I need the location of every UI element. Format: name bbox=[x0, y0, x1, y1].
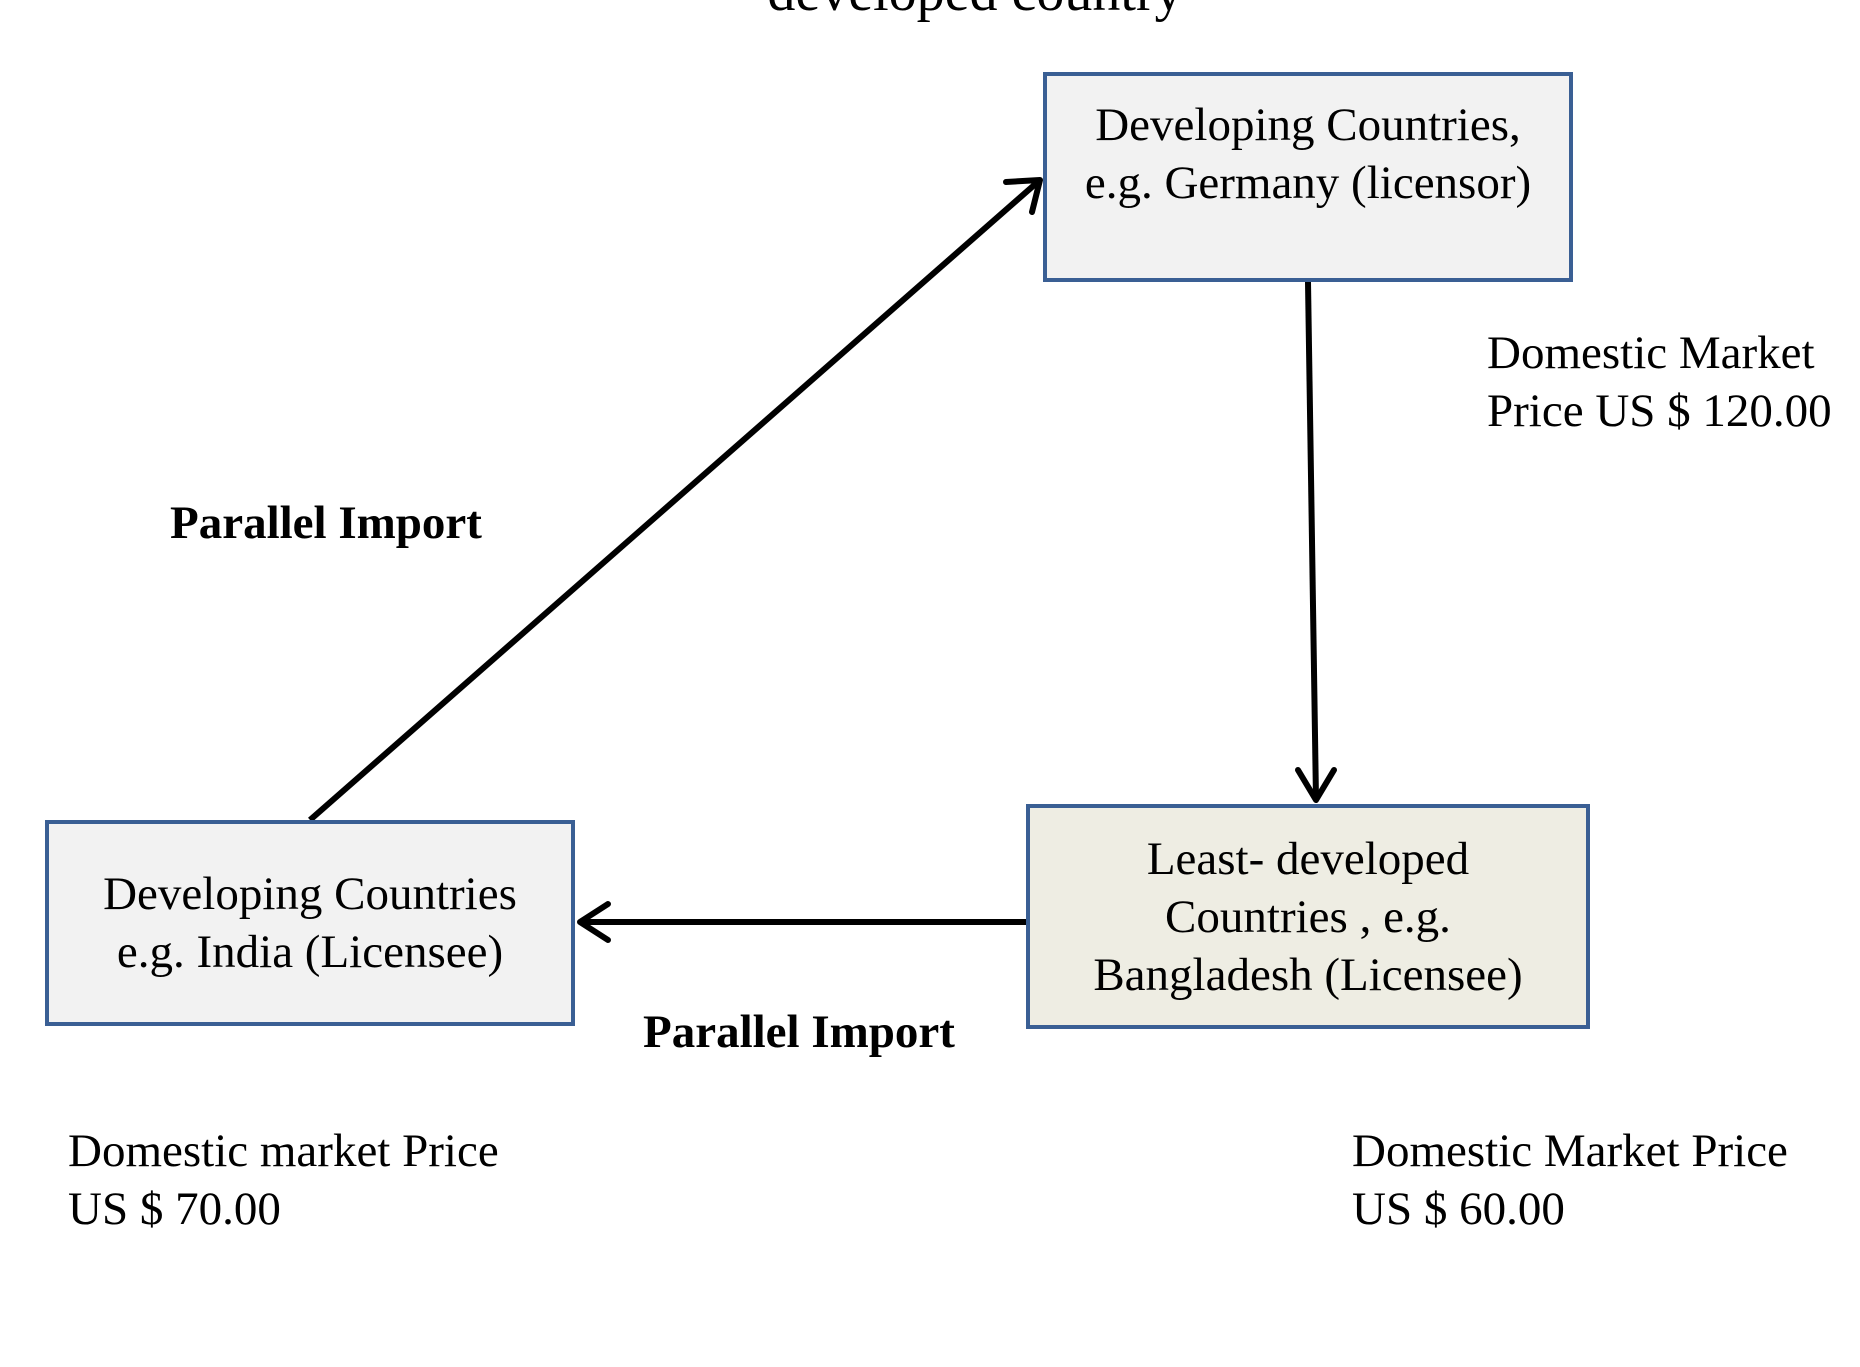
node-india-licensee: Developing Countries e.g. India (License… bbox=[45, 820, 575, 1026]
node-bangladesh-line-1: Least- developed bbox=[1146, 832, 1470, 885]
arrowhead-india bbox=[577, 901, 611, 943]
price-india-line-2: US $ 70.00 bbox=[68, 1183, 281, 1235]
node-india-line-1: Developing Countries bbox=[103, 868, 517, 920]
arrow-india-to-germany bbox=[308, 177, 1042, 823]
diagram-title: developed country bbox=[0, 0, 1860, 24]
arrowhead-germany bbox=[1003, 177, 1043, 215]
price-india-line-1: Domestic market Price bbox=[68, 1125, 499, 1177]
edge-label-bangladesh-to-india: Parallel Import bbox=[643, 1006, 955, 1058]
price-germany-line-1: Domestic Market bbox=[1487, 327, 1815, 379]
node-germany-line-2: e.g. Germany (licensor) bbox=[1084, 157, 1532, 209]
node-bangladesh-line-3: Bangladesh (Licensee) bbox=[1093, 948, 1523, 1001]
price-germany-line-2: Price US $ 120.00 bbox=[1487, 385, 1832, 437]
price-india: Domestic market Price US $ 70.00 bbox=[68, 1122, 499, 1238]
price-bangladesh-line-1: Domestic Market Price bbox=[1352, 1125, 1788, 1177]
node-bangladesh-licensee: Least- developed Countries , e.g. Bangla… bbox=[1026, 804, 1590, 1029]
price-bangladesh-line-2: US $ 60.00 bbox=[1352, 1183, 1565, 1235]
price-bangladesh: Domestic Market Price US $ 60.00 bbox=[1352, 1122, 1788, 1238]
arrow-germany-to-bangladesh bbox=[1305, 281, 1319, 801]
node-germany-licensor: Developing Countries, e.g. Germany (lice… bbox=[1043, 72, 1573, 282]
edge-label-india-to-germany: Parallel Import bbox=[170, 497, 482, 549]
arrowhead-bangladesh bbox=[1295, 767, 1337, 803]
node-germany-line-1: Developing Countries, bbox=[1095, 99, 1521, 151]
node-bangladesh-line-2: Countries , e.g. bbox=[1165, 890, 1451, 943]
node-india-line-2: e.g. India (Licensee) bbox=[116, 926, 504, 978]
price-germany: Domestic Market Price US $ 120.00 bbox=[1487, 324, 1832, 440]
